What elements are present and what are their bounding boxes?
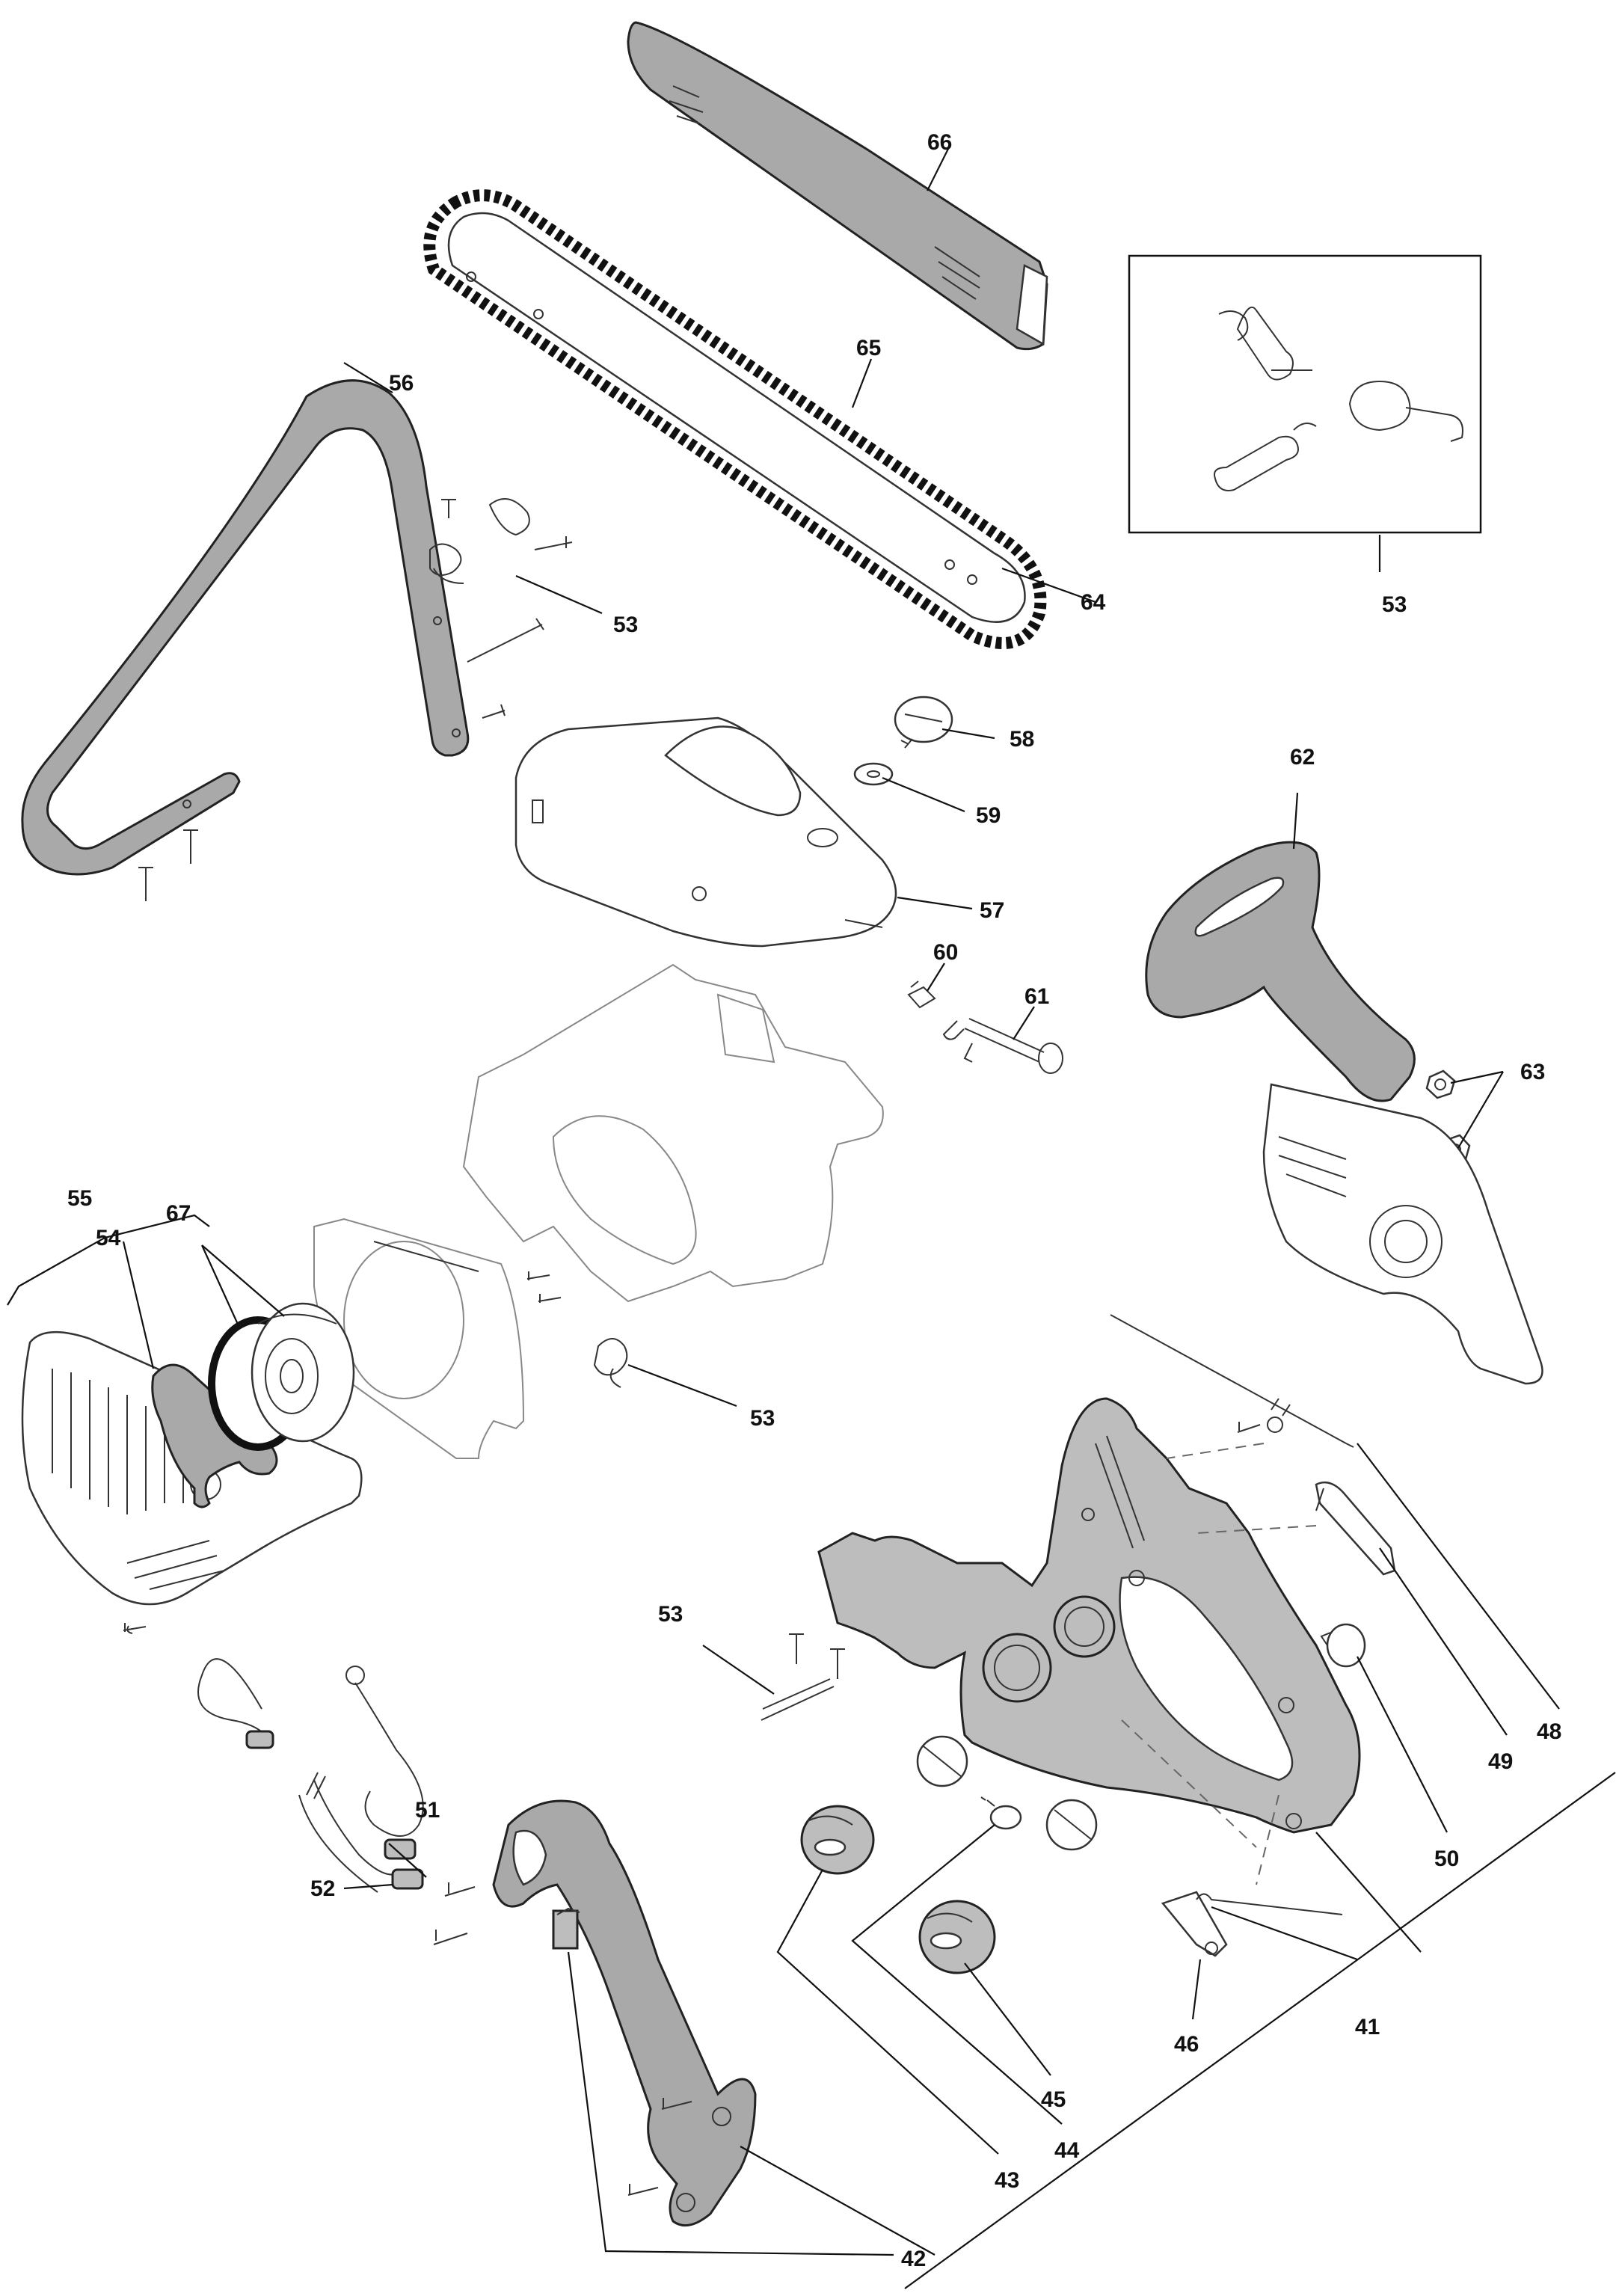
label-61: 61 (1024, 984, 1049, 1009)
leader-lines (122, 145, 1616, 2289)
callout-labels: 66 65 64 56 53 53 58 59 57 62 60 61 63 5… (67, 130, 1561, 2271)
label-63: 63 (1520, 1060, 1545, 1084)
part-42-rear-handle[interactable] (433, 1799, 757, 2227)
label-45: 45 (1041, 2087, 1066, 2112)
part-46-throttle-lock[interactable] (1161, 1891, 1343, 1957)
part-48-throttle-cable[interactable] (1110, 1314, 1354, 1448)
label-66: 66 (927, 130, 952, 155)
assembly-dashed-lines (1121, 1443, 1317, 1885)
label-48: 48 (1537, 1719, 1561, 1744)
part-61-tensioner[interactable] (942, 1018, 1063, 1074)
label-51: 51 (415, 1798, 440, 1823)
label-60: 60 (933, 940, 958, 965)
label-49: 49 (1488, 1749, 1513, 1774)
part-58-knob[interactable] (894, 696, 953, 749)
part-52-wire-harness[interactable] (197, 1658, 424, 1893)
part-66-bar-cover[interactable] (627, 21, 1048, 351)
part-43-fuel-cap[interactable] (800, 1805, 875, 1875)
part-65-chain[interactable] (423, 189, 1047, 649)
part-53-handle-spring[interactable] (429, 498, 573, 719)
part-57-chain-cover[interactable] (514, 716, 897, 948)
label-56: 56 (389, 371, 414, 396)
label-54: 54 (96, 1226, 121, 1250)
label-44: 44 (1054, 2138, 1080, 2163)
label-41: 41 (1355, 2015, 1380, 2039)
label-53: 53 (750, 1406, 775, 1431)
part-50-primer-bulb[interactable] (1320, 1623, 1366, 1668)
part-59-washer[interactable] (853, 762, 894, 786)
engine-fan-housing (313, 1218, 525, 1459)
cap-seals (916, 1735, 1098, 1851)
part-62-hand-guard[interactable] (1145, 841, 1416, 1102)
label-58: 58 (1010, 727, 1034, 752)
part-56-front-handle[interactable] (21, 379, 470, 901)
label-52: 52 (310, 1876, 335, 1901)
engine-crankcase (462, 963, 884, 1303)
label-62: 62 (1290, 745, 1315, 770)
part-60-clip[interactable] (907, 980, 936, 1009)
label-65: 65 (856, 336, 881, 360)
part-49-choke-lever[interactable] (1315, 1481, 1396, 1576)
label-53: 53 (658, 1602, 683, 1627)
part-53-engine-screws[interactable] (526, 1271, 628, 1388)
label-67: 67 (166, 1201, 191, 1226)
part-44-fuel-filter[interactable] (980, 1796, 1022, 1830)
part-54-starter-grip[interactable] (151, 1363, 278, 1508)
label-53: 53 (1382, 592, 1407, 617)
label-57: 57 (980, 898, 1004, 923)
part-64-guide-bar[interactable] (447, 212, 1026, 623)
part-41-tank-housing[interactable] (817, 1397, 1361, 1834)
label-55: 55 (67, 1186, 92, 1211)
label-64: 64 (1081, 590, 1106, 615)
part-45-oil-cap[interactable] (918, 1900, 996, 1974)
label-46: 46 (1174, 2032, 1199, 2057)
label-43: 43 (995, 2168, 1019, 2193)
label-59: 59 (976, 803, 1001, 828)
label-42: 42 (901, 2247, 926, 2271)
screw[interactable] (123, 1623, 147, 1634)
part-53-av-spring[interactable] (761, 1633, 845, 1721)
part-62-side-cover[interactable] (1262, 1083, 1543, 1385)
label-53: 53 (613, 613, 638, 637)
part-53-springs-box[interactable] (1128, 254, 1482, 534)
label-50: 50 (1434, 1847, 1459, 1871)
part-67-pulley[interactable] (208, 1302, 355, 1451)
